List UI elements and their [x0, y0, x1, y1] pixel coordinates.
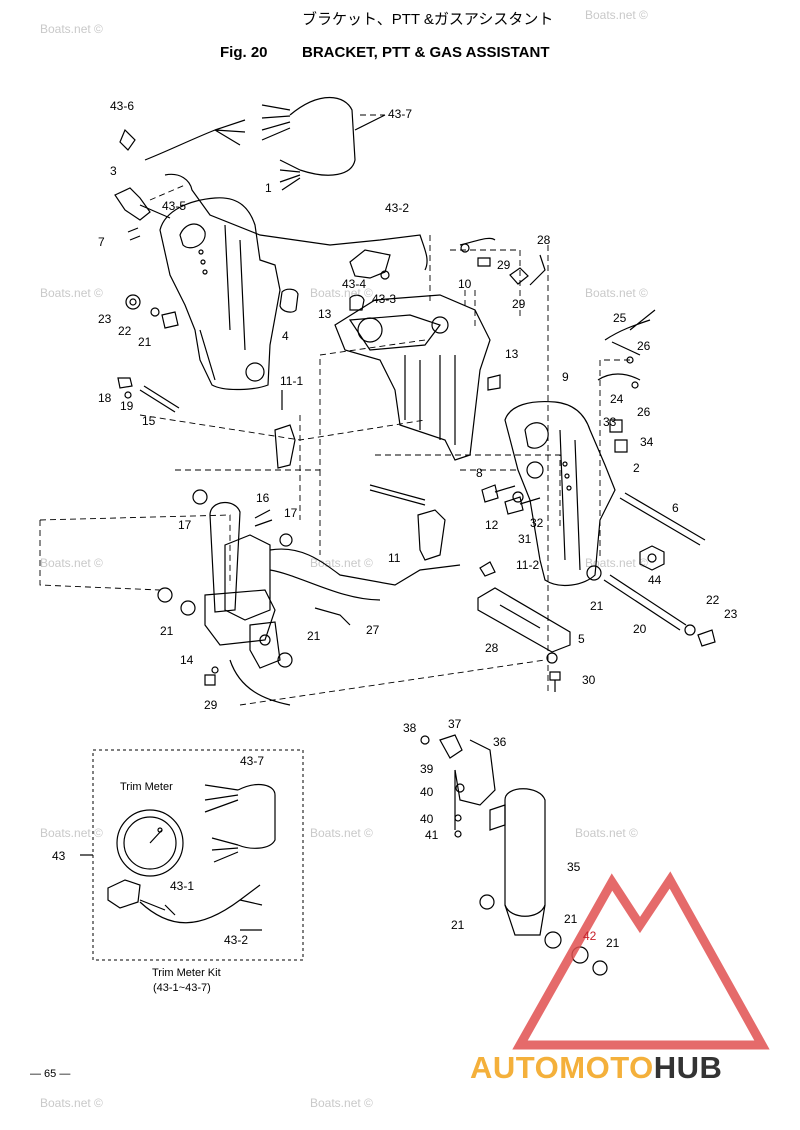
- part-label: 8: [476, 466, 483, 480]
- watermark: Boats.net ©: [310, 826, 373, 840]
- part-label: 21: [138, 335, 152, 349]
- part-label: 2: [633, 461, 640, 475]
- part-label: 35: [567, 860, 581, 874]
- part-label: 33: [603, 415, 617, 429]
- part-label: 13: [318, 307, 332, 321]
- part-label: 23: [724, 607, 738, 621]
- part-label: 12: [485, 518, 499, 532]
- part-label: 40: [420, 785, 434, 799]
- part-label: 43-2: [224, 933, 249, 947]
- highlighted-part-label: 42: [583, 929, 597, 943]
- part-label: 15: [142, 414, 156, 428]
- part-label: 43-4: [342, 277, 367, 291]
- part-label: 22: [118, 324, 132, 338]
- figure-title: BRACKET, PTT & GAS ASSISTANT: [302, 44, 550, 61]
- part-label: 4: [282, 329, 289, 343]
- part-label: 43-7: [240, 754, 265, 768]
- part-label: 1: [265, 181, 272, 195]
- part-label: 25: [613, 311, 627, 325]
- watermark: Boats.net ©: [585, 286, 648, 300]
- kit-caption: Trim Meter Kit: [152, 967, 221, 979]
- part-label: 21: [160, 624, 174, 638]
- part-label: 40: [420, 812, 434, 826]
- watermark: Boats.net ©: [40, 22, 103, 36]
- part-label: 5: [578, 632, 585, 646]
- brand-logo-left: AUTOMOTO: [470, 1050, 654, 1085]
- part-label: 39: [420, 762, 434, 776]
- part-label: 29: [512, 297, 526, 311]
- part-label: 17: [178, 518, 192, 532]
- brand-logo-right: HUB: [653, 1050, 723, 1085]
- part-label: 34: [640, 435, 654, 449]
- watermark: Boats.net ©: [585, 8, 648, 22]
- part-label: 6: [672, 501, 679, 515]
- part-label: 32: [530, 516, 544, 530]
- part-label: 43: [52, 849, 66, 863]
- part-label: 23: [98, 312, 112, 326]
- brand-logo: AUTOMOTOHUB: [470, 1050, 722, 1086]
- part-label: 3: [110, 164, 117, 178]
- watermark: Boats.net ©: [40, 556, 103, 570]
- part-label: 26: [637, 339, 651, 353]
- watermark: Boats.net ©: [585, 556, 648, 570]
- part-label: 43-1: [170, 879, 195, 893]
- part-label: 26: [637, 405, 651, 419]
- part-label: 19: [120, 399, 134, 413]
- part-label: 41: [425, 828, 439, 842]
- watermark: Boats.net ©: [310, 286, 373, 300]
- part-label: 37: [448, 717, 462, 731]
- part-label: 31: [518, 532, 532, 546]
- part-label: 11-1: [280, 374, 304, 388]
- part-label: 20: [633, 622, 647, 636]
- part-label: 21: [307, 629, 321, 643]
- part-label: 7: [98, 235, 105, 249]
- kit-range: (43-1~43-7): [153, 982, 211, 994]
- watermark: Boats.net ©: [310, 556, 373, 570]
- part-label: 29: [204, 698, 218, 712]
- part-label: 14: [180, 653, 194, 667]
- part-label: 10: [458, 277, 472, 291]
- page-number: — 65 —: [30, 1068, 71, 1080]
- part-label: 16: [256, 491, 270, 505]
- part-label: 43-2: [385, 201, 410, 215]
- part-label: 11-2: [516, 558, 540, 572]
- part-label: 30: [582, 673, 596, 687]
- part-label: 11: [388, 551, 401, 565]
- part-label: 43-5: [162, 199, 187, 213]
- watermark: Boats.net ©: [310, 1096, 373, 1110]
- part-label: Trim Meter: [120, 781, 173, 793]
- watermark: Boats.net ©: [40, 286, 103, 300]
- part-label: 27: [366, 623, 380, 637]
- part-label: 21: [590, 599, 604, 613]
- part-label: 21: [606, 936, 620, 950]
- part-label: 13: [505, 347, 519, 361]
- watermark: Boats.net ©: [40, 1096, 103, 1110]
- figure-number: Fig. 20: [220, 44, 268, 61]
- part-label: 22: [706, 593, 720, 607]
- japanese-title: ブラケット、PTT &ガスアシスタント: [302, 11, 554, 28]
- part-label: 21: [451, 918, 465, 932]
- part-label: 17: [284, 506, 298, 520]
- part-label: 38: [403, 721, 417, 735]
- part-label: 43-3: [372, 292, 397, 306]
- part-label: 43-7: [388, 107, 413, 121]
- part-label: 29: [497, 258, 511, 272]
- part-label: 28: [537, 233, 551, 247]
- watermark: Boats.net ©: [40, 826, 103, 840]
- part-label: 43-6: [110, 99, 135, 113]
- part-label: 21: [564, 912, 578, 926]
- part-label: 18: [98, 391, 112, 405]
- part-label: 9: [562, 370, 569, 384]
- part-label: 24: [610, 392, 624, 406]
- part-label: 28: [485, 641, 499, 655]
- part-label: 44: [648, 573, 662, 587]
- part-label: 36: [493, 735, 507, 749]
- watermark: Boats.net ©: [575, 826, 638, 840]
